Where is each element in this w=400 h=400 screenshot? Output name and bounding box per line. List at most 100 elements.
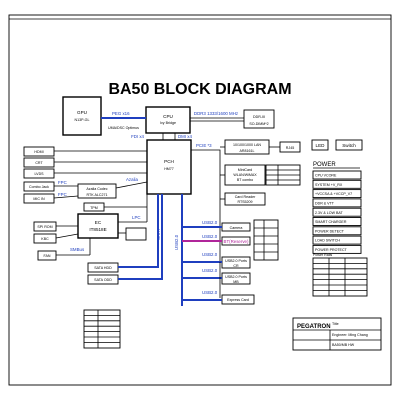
peg-bus-label: PEG x16: [112, 111, 130, 116]
fan-block: [37, 250, 57, 261]
usb-pin-table: [253, 219, 279, 261]
title-field-label: Title: [332, 322, 339, 326]
power-item-label: POWER PROTECT: [315, 248, 348, 252]
power-item-label: CPU VCORE: [315, 174, 337, 178]
power-item-box: [312, 198, 362, 208]
mic-in-label: MIC IN: [33, 197, 45, 201]
power-rails-grid: [313, 258, 367, 296]
mic-in-block: [23, 193, 55, 204]
pch-sub: HM77: [164, 167, 174, 171]
bt-label: BT(Reserve): [224, 239, 249, 244]
power-item-label: DDR & VTT: [315, 202, 335, 206]
sata-label: SATA: [156, 229, 161, 240]
hdmi-label: HDMI: [34, 150, 43, 154]
usb-label-c: USB2.0: [202, 252, 218, 257]
usb-ports-mb-line1: USB2.0 Ports: [225, 275, 247, 279]
tpm-label: TPM: [90, 206, 98, 210]
combo-jack-label: Combo Jack: [29, 185, 49, 189]
ddr-bus-label: DDR3 1333/1600 MHz: [194, 111, 238, 116]
lpc-label: LPC: [132, 215, 141, 220]
kbc-label: KBC: [41, 237, 49, 241]
power-item-box: [312, 244, 362, 254]
power-item-box: [312, 235, 362, 245]
usb-label-b: USB2.0: [202, 234, 218, 239]
diagram-title: BA50 BLOCK DIAGRAM: [108, 81, 291, 98]
gpu-sub: N13P-GL: [75, 118, 90, 122]
minicard-line1: MiniCard: [238, 168, 252, 172]
kbc-line: [55, 233, 79, 239]
fdi-label: FDI x4: [131, 134, 144, 139]
crt-block: [23, 157, 55, 168]
usb-ports-cr-line2: CR: [233, 264, 239, 268]
power-item-box: [312, 189, 362, 199]
gpu-block: [62, 96, 102, 136]
led-label: LED: [316, 143, 326, 148]
pcie-label: PCIE *3: [196, 143, 212, 148]
power-rails-title: Power Rails: [313, 253, 332, 257]
card-reader-line2: RTS5209: [237, 200, 252, 204]
title-block: [292, 317, 382, 351]
kbc-block: [33, 233, 57, 244]
hdmi-block: [23, 146, 55, 157]
smbus-label: SMBus: [70, 247, 85, 252]
sata-odd-bus: [118, 194, 163, 280]
ddr-line2: SO-DIMM*2: [249, 122, 268, 126]
pch-label: PCH: [164, 159, 174, 164]
usb-ports-cr-line1: USB2.0 Ports: [225, 259, 247, 263]
express-card-label: Express Card: [227, 298, 249, 302]
usb-trunk-label: USB2.0: [174, 234, 179, 250]
lvds-label: LVDS: [34, 172, 44, 176]
power-rails-table: [312, 257, 368, 297]
combo-jack-block: [23, 181, 55, 192]
sata-hdd-bus: [118, 194, 159, 268]
crt-label: CRT: [35, 161, 43, 165]
revision-table: [83, 309, 121, 349]
power-item-box: [312, 226, 362, 236]
power-item-box: [312, 217, 362, 226]
engineer-field: Engineer: Ming Chang: [332, 333, 368, 337]
sata-odd-label: SATA ODD: [94, 278, 112, 282]
power-item-list: CPU VCORE SYSTEM +V_RX +VCCSA & +VCCP_V7DD…: [312, 170, 362, 254]
power-item-label: 2.3V & LOW BAT: [315, 211, 343, 215]
power-item-label: POWER DETECT: [315, 229, 345, 233]
power-item-label: SYSTEM +V_RX: [315, 183, 343, 187]
usb-ports-mb-line2: MB: [233, 280, 239, 284]
azalia-line: [115, 181, 148, 189]
lan-line1: 10/100/1000 LAN: [233, 143, 261, 147]
sata-hdd-label: SATA HDD: [94, 266, 112, 270]
cpu-sub: Ivy Bridge: [160, 121, 176, 125]
fan-label: FAN: [44, 254, 51, 258]
power-item-box: [312, 170, 362, 180]
pch-block: [146, 139, 192, 195]
lan-line2: AR8161L: [240, 149, 255, 153]
fpc-label-2: FPC: [58, 192, 67, 197]
ec-block: [77, 213, 119, 239]
usb-label-d: USB2.0: [202, 268, 218, 273]
spi-rom-label: SPI ROM: [37, 225, 52, 229]
mic-line: [53, 195, 79, 199]
cpu-block: [145, 106, 191, 134]
ec-label: EC: [95, 220, 102, 225]
cpu-label: CPU: [163, 114, 173, 119]
dmi-label: DMI x4: [178, 134, 192, 139]
switch-block: [335, 139, 363, 151]
power-item-label: SMART CHARGER: [315, 220, 347, 224]
audio-codec-block: [77, 183, 117, 199]
azalia-label: Azalia: [126, 177, 139, 182]
power-title: POWER: [313, 162, 336, 168]
power-item-label: LOAD SWITCH: [315, 239, 340, 243]
audio-line2: RTK ALC271: [87, 193, 108, 197]
audio-line1: Azalia Codec: [86, 187, 107, 191]
doc-field: BA50/MB HW: [332, 343, 355, 347]
ddr-block: [243, 109, 275, 129]
power-item-box: [312, 207, 362, 217]
pcie-trunk: [191, 149, 221, 262]
power-item-label: +VCCSA & +VCCP_V7: [315, 192, 352, 196]
rj45-label: RJ45: [286, 146, 294, 150]
revision-grid: [84, 310, 120, 348]
led-block: [311, 139, 329, 151]
fpc-label-1: FPC: [58, 180, 67, 185]
minicard-line2: WLAN/WiMAX: [233, 173, 257, 177]
camera-label: Camera: [230, 226, 243, 230]
